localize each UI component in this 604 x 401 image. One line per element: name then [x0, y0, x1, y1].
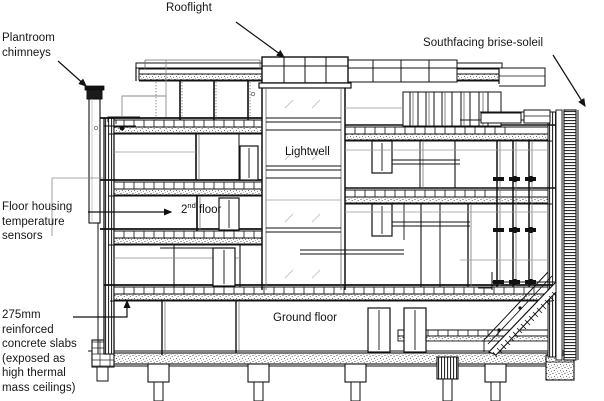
annotation-reinforced-concrete-slabs: 275mm reinforced concrete slabs (exposed…	[2, 309, 77, 394]
right-wing-framing	[160, 109, 557, 287]
detail-lines	[114, 107, 548, 261]
slab-first-floor	[100, 228, 263, 246]
interior-partitions	[114, 134, 472, 355]
arrow-reinforced-slabs	[73, 299, 131, 318]
pile	[147, 363, 170, 401]
left-wing-canopy	[51, 60, 167, 236]
pile	[247, 363, 270, 401]
rooflight-structure	[258, 56, 352, 89]
annotation-arrows	[57, 21, 586, 318]
pile	[436, 356, 459, 401]
label-second-floor-suffix: floor	[195, 204, 222, 216]
label-second-floor: 2nd floor	[181, 201, 222, 216]
label-second-floor-number: 2	[181, 204, 188, 216]
plantroom-chimney	[84, 85, 105, 224]
arrow-rooflight	[235, 21, 285, 58]
doors-and-windows	[212, 91, 502, 353]
annotation-floor-housing-temperature-sensors: Floor housing temperature sensors	[2, 201, 73, 242]
arrow-plantroom-chimneys	[57, 60, 87, 87]
annotation-plantroom-chimneys: Plantroom chimneys	[2, 32, 55, 59]
slab-third-floor-right	[344, 124, 556, 142]
arrow-brise-soleil	[552, 54, 586, 108]
pile	[484, 363, 507, 401]
pile	[344, 363, 367, 401]
label-ground-floor: Ground floor	[273, 312, 337, 324]
staircase	[478, 271, 557, 358]
foundation-group	[88, 339, 576, 401]
label-second-floor-ordinal: nd	[187, 201, 196, 211]
annotation-southfacing-brise-soleil: Southfacing brise-soleil	[423, 37, 544, 49]
label-lightwell: Lightwell	[285, 146, 330, 158]
lightwell-shaft	[261, 88, 346, 290]
brise-soleil	[555, 109, 579, 361]
slab-ground-ceiling	[104, 284, 556, 302]
annotation-rooflight: Rooflight	[166, 2, 212, 14]
